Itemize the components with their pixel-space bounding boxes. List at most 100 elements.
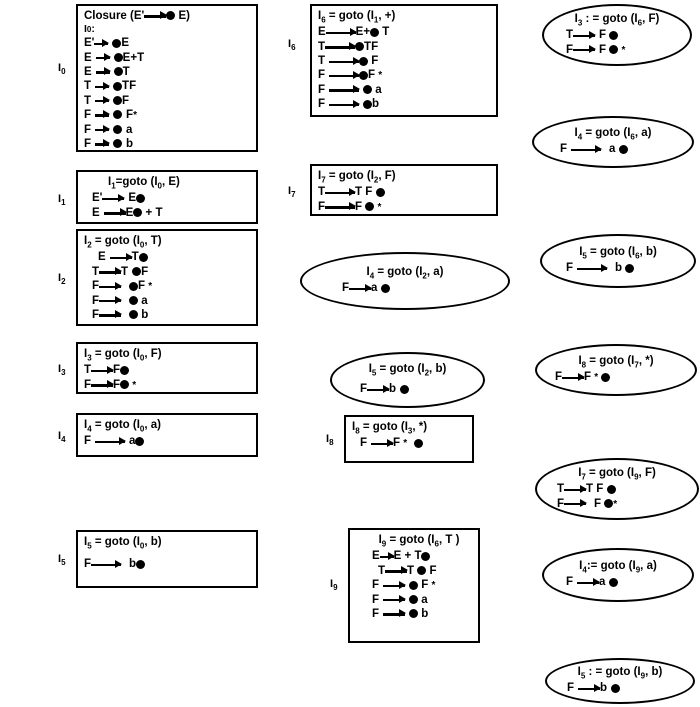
- item-set-title-I4: I4 = goto (I0, a): [84, 419, 161, 434]
- arrow-icon: [564, 484, 588, 494]
- arrow-icon: [109, 252, 133, 262]
- arrow-icon: [383, 580, 407, 590]
- arrow-icon: [325, 187, 357, 197]
- arrow-icon: [99, 310, 123, 319]
- dot-icon: [120, 365, 130, 375]
- arrow-icon: [385, 566, 409, 575]
- item-line: F b: [372, 607, 429, 620]
- arrow-icon: [564, 499, 588, 508]
- arrow-icon: [91, 559, 123, 569]
- dot-icon: [359, 56, 369, 66]
- item-set-title-I3: I3 = goto (I0, F): [84, 348, 162, 363]
- arrow-icon: [573, 45, 597, 54]
- dot-icon: [138, 252, 148, 262]
- arrow-icon: [577, 263, 609, 273]
- node-label-I4: I4: [58, 430, 66, 445]
- arrow-icon: [329, 99, 361, 109]
- dot-icon: [414, 438, 424, 448]
- dot-icon: [363, 85, 373, 95]
- dot-icon: [409, 580, 419, 590]
- arrow-icon: [95, 96, 111, 105]
- item-set-title-I9: I9 = goto (I6, T ): [378, 534, 460, 549]
- arrow-icon: [349, 283, 373, 293]
- dot-icon: [113, 52, 123, 62]
- dot-icon: [113, 67, 123, 77]
- dot-icon: [129, 296, 139, 306]
- item-set-title-I7: I7 = goto (I2, F): [318, 170, 396, 185]
- item-line: F a: [318, 83, 382, 96]
- arrow-icon: [325, 42, 357, 51]
- dot-icon: [120, 380, 130, 390]
- arrow-icon: [329, 56, 361, 66]
- item-set-title-I5: I5 = goto (I0, b): [84, 536, 162, 551]
- arrow-icon: [95, 139, 111, 148]
- arrow-icon: [367, 384, 391, 394]
- dot-icon: [370, 27, 380, 37]
- dot-icon: [113, 81, 123, 91]
- arrow-icon: [383, 609, 407, 618]
- arrow-icon: [95, 81, 111, 91]
- arrow-icon: [325, 27, 357, 37]
- item-set-title-I1: I1=goto (I0, E): [108, 176, 180, 191]
- arrow-icon: [102, 193, 126, 203]
- arrow-icon: [329, 70, 361, 80]
- node-label-I3: I3: [58, 363, 66, 378]
- dot-icon: [113, 124, 123, 134]
- item-set-title-I4d: I4:= goto (I9, a): [579, 560, 657, 575]
- dot-icon: [113, 110, 123, 120]
- arrow-icon: [573, 30, 597, 40]
- node-label-I8: I8: [326, 433, 334, 448]
- item-set-title-I5c: I5 = goto (I6, b): [579, 246, 657, 261]
- dot-icon: [609, 45, 619, 55]
- arrow-icon: [371, 438, 395, 448]
- node-label-I1: I1: [58, 193, 66, 208]
- dot-icon: [363, 99, 373, 109]
- item-set-title-I4c: I4 = goto (I6, a): [574, 127, 652, 142]
- arrow-icon: [95, 52, 111, 62]
- item-set-title-I6: I6 = goto (I1, +): [318, 10, 396, 25]
- node-label-I0: I0: [58, 62, 66, 77]
- dot-icon: [375, 187, 385, 197]
- item-line: F F *: [372, 579, 436, 592]
